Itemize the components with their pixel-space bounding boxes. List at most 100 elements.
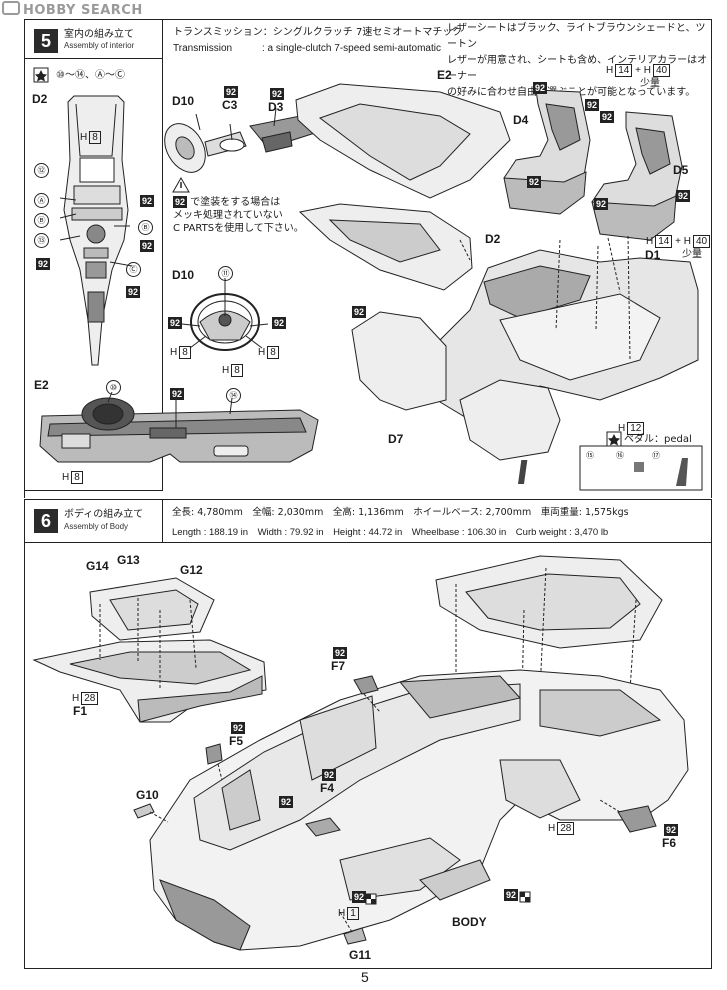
star-icon (35, 70, 47, 82)
camera-icon (2, 1, 20, 15)
label-f7: F7 (331, 659, 346, 673)
part-num-10: ⑩ (106, 380, 121, 395)
pedal-num: ⑯ (616, 451, 624, 460)
transmission-en-label: Transmission (173, 43, 233, 54)
paint-badge: 92 (168, 317, 183, 329)
paint-badge: 92 (352, 306, 367, 318)
paint-badge: 92 (126, 286, 141, 298)
label-g12: G12 (180, 563, 203, 577)
star-icon (608, 434, 620, 446)
paint-badge: 92 (585, 99, 600, 111)
step6-header-rule (24, 542, 712, 543)
step5-title-jp: 室内の組み立て (64, 29, 134, 40)
step5-number: 5 (34, 29, 58, 53)
caution-line: C PARTSを使用して下さい。 (173, 223, 304, 234)
paint-badge: 92 (352, 891, 367, 903)
paint-badge: 92 (594, 198, 609, 210)
label-d3: D3 (268, 100, 284, 114)
watermark: HOBBY SEARCH (2, 1, 143, 18)
label-f6: F6 (662, 836, 677, 850)
paint-badge: 92 (600, 111, 615, 123)
part-letter-b: Ⓑ (138, 220, 153, 235)
step6-title-jp: ボディの組み立て (64, 509, 144, 520)
dashboard-front (39, 391, 319, 463)
paint-badge: 92 (272, 317, 287, 329)
paint-badge: 92 (270, 88, 285, 100)
frame-top (24, 19, 712, 20)
paint-badge: 92 (504, 889, 519, 901)
console-drawing (59, 95, 133, 366)
paint-badge: 92 (140, 240, 155, 252)
label-e2-dash: E2 (34, 378, 49, 392)
paint-badge: 92 (527, 176, 542, 188)
step6-frame-left (24, 499, 25, 969)
label-g11: G11 (349, 948, 372, 962)
pedal-num: ⑰ (652, 451, 660, 460)
step5-illustration (33, 67, 703, 491)
step6-header-divider (162, 499, 163, 542)
part-num-11: ⑪ (218, 266, 233, 281)
seat-d5 (591, 111, 683, 241)
label-c3: C3 (222, 98, 238, 112)
dashboard-drawing (295, 83, 511, 291)
small-amount: 少量 (640, 78, 660, 89)
car-body (149, 669, 689, 951)
label-d7: D7 (388, 432, 404, 446)
paint-badge: 92 (173, 196, 188, 208)
step6-title-en: Assembly of Body (64, 522, 129, 531)
label-f4: F4 (320, 781, 335, 795)
checker-flag-icon (365, 893, 377, 905)
step6-frame-right (711, 499, 712, 969)
step5-header-rule (24, 58, 162, 59)
paint-badge: 92 (533, 82, 548, 94)
part-f7 (353, 675, 379, 695)
label-d10: D10 (172, 94, 195, 108)
legend-parts: ⑩〜⑭、Ⓐ〜Ⓒ (56, 70, 125, 81)
step6-frame-bottom (24, 968, 712, 969)
label-g13: G13 (117, 553, 140, 567)
frame-right (711, 19, 712, 498)
seat-d4 (503, 89, 591, 215)
label-e2-top: E2 (437, 68, 452, 82)
checker-flag-icon (519, 891, 531, 903)
paint-badge: 92 (170, 388, 185, 400)
caution-line: メッキ処理されていない (173, 210, 283, 221)
step5-title-en: Assembly of interior (64, 41, 135, 50)
paint-badge: 92 (676, 190, 691, 202)
small-amount: 少量 (682, 249, 702, 260)
part-f4 (305, 817, 341, 837)
label-d2-console: D2 (32, 92, 48, 106)
paint-badge: 92 (231, 722, 246, 734)
part-f5 (205, 743, 223, 765)
step6-frame-top (24, 499, 712, 500)
part-num-14: ⑭ (226, 388, 241, 403)
part-num-13: ⑬ (34, 233, 49, 248)
label-d5: D5 (673, 163, 689, 177)
console-box-bottom (24, 490, 163, 491)
console-box-right (162, 19, 163, 491)
specs-jp: 全長: 4,780mm 全幅: 2,030mm 全高: 1,136mm ホイール… (172, 507, 629, 518)
paint-badge: 92 (664, 824, 679, 836)
steering-wheel-exploded (164, 107, 331, 173)
paint-badge: 92 (224, 86, 239, 98)
frame-left (24, 19, 25, 498)
label-d2-center: D2 (485, 232, 501, 246)
caution-line: で塗装をする場合は (190, 197, 281, 208)
paint-badge: 92 (36, 258, 51, 270)
label-d10-detail: D10 (172, 268, 195, 282)
seat-note-line: レザーシートはブラック、ライトブラウンシェードと、ツートン (447, 23, 706, 50)
label-d1: D1 (645, 248, 661, 262)
page-number: 5 (361, 969, 369, 985)
part-g11 (343, 927, 367, 945)
paint-badge: 92 (322, 769, 337, 781)
steering-wheel-detail (181, 278, 269, 351)
